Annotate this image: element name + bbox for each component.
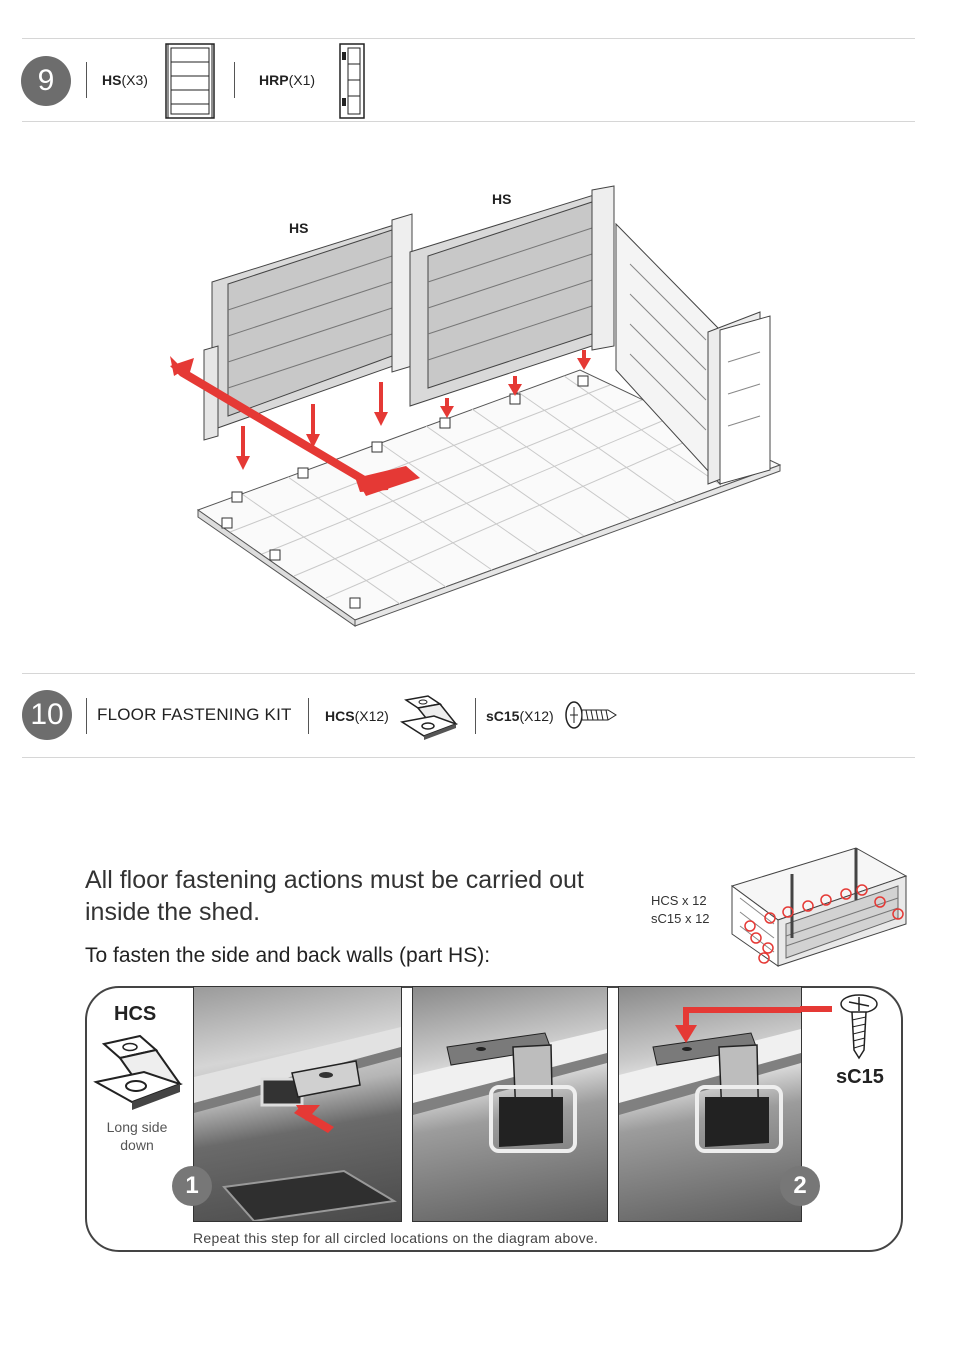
- sc15-screw-icon: [565, 701, 617, 729]
- sc15-screw-large-icon: [840, 994, 878, 1060]
- part-qty: (X12): [354, 708, 389, 724]
- step10-part-hcs: HCS(X12): [325, 708, 389, 724]
- slide-in-arrow: [170, 356, 420, 496]
- part-code: HS: [102, 72, 122, 88]
- floor-base: [196, 369, 782, 627]
- step9-part-hs: HS(X3): [102, 72, 148, 88]
- fastening-photo-3: [618, 986, 802, 1222]
- part-code: HCS: [325, 708, 355, 724]
- kit-title: FLOOR FASTENING KIT: [97, 705, 292, 724]
- photo-1-art: [194, 1027, 401, 1221]
- part-qty: (X12): [519, 708, 554, 724]
- fastening-photo-2: [412, 986, 608, 1222]
- fastener-count-hcs: HCS x 12: [651, 893, 707, 908]
- shed-overview-diagram: [730, 847, 908, 967]
- fastening-photo-1: [193, 986, 402, 1222]
- step10-part-sc15: sC15(X12): [486, 708, 554, 724]
- hcs-bracket-large-icon: [93, 1034, 183, 1110]
- step10-number-badge: 10: [22, 690, 72, 740]
- step9-number-badge: 9: [21, 56, 71, 106]
- step10-bottom-rule: [22, 757, 915, 758]
- screw-direction-arrow: [800, 1006, 832, 1012]
- step10-separator-2: [308, 698, 309, 734]
- hcs-detail-label: HCS: [114, 1003, 157, 1025]
- step10-separator: [86, 698, 87, 734]
- sc15-detail-label: sC15: [836, 1066, 884, 1088]
- instruction-heading: All floor fastening actions must be carr…: [85, 866, 584, 926]
- step9-part-hrp: HRP(X1): [259, 72, 315, 88]
- step9-separator-2: [234, 62, 235, 98]
- part-code: HRP: [259, 72, 289, 88]
- part-qty: (X3): [121, 72, 148, 88]
- hcs-orientation-note: Long side down: [106, 1119, 168, 1153]
- hrp-post-icon: [339, 43, 365, 119]
- part-code: sC15: [486, 708, 520, 724]
- step9-assembly-diagram: [170, 185, 782, 627]
- hs-panel-center: [409, 185, 615, 407]
- photo-3-art: [619, 1007, 801, 1153]
- side-wall-right: [615, 222, 771, 486]
- drop-arrows: [236, 350, 591, 470]
- step9-bottom-rule: [22, 121, 915, 122]
- step-number-1: 1: [172, 1166, 212, 1206]
- step10-top-rule: [22, 673, 915, 674]
- floor-brackets: [221, 375, 589, 609]
- diagram-label-hs-center: HS: [492, 191, 512, 207]
- step9-top-rule: [22, 38, 915, 39]
- detail-footer-note: Repeat this step for all circled locatio…: [193, 1230, 599, 1246]
- photo-2-art: [413, 1029, 607, 1153]
- step10-separator-3: [475, 698, 476, 734]
- instruction-subheading: To fasten the side and back walls (part …: [85, 944, 491, 967]
- step-number-2: 2: [780, 1166, 820, 1206]
- hs-panel-left: [203, 213, 413, 441]
- part-qty: (X1): [288, 72, 316, 88]
- fastener-count-sc15: sC15 x 12: [651, 911, 710, 926]
- hcs-bracket-icon: [399, 695, 459, 740]
- hs-panel-icon: [165, 43, 215, 119]
- step9-separator: [86, 62, 87, 98]
- fastening-location-circles: [744, 884, 904, 964]
- diagram-label-hs-left: HS: [289, 220, 309, 236]
